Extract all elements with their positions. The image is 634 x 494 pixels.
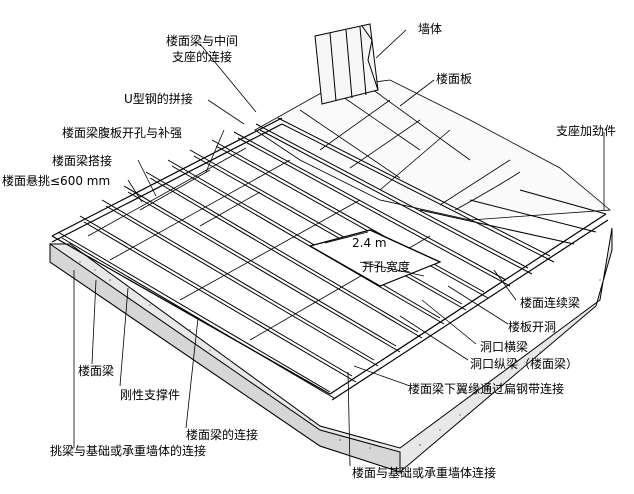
label-opening-cross-beam: 洞口横梁 (480, 340, 529, 354)
label-u-steel-splice: U型钢的拼接 (124, 92, 193, 106)
wall-panel (314, 23, 379, 105)
floor-panels (254, 79, 612, 221)
label-support-stiffener: 支座加劲件 (556, 124, 617, 138)
label-rigid-brace: 刚性支撑件 (120, 388, 181, 402)
label-web-opening: 楼面梁腹板开孔与补强 (62, 126, 183, 140)
label-wall: 墙体 (418, 22, 443, 36)
dimension-lines (324, 231, 425, 277)
label-dimension: 2.4 m (352, 236, 387, 250)
label-floor-beam: 楼面梁 (78, 364, 115, 378)
label-opening-width: 开孔宽度 (362, 260, 411, 274)
label-continuous-beam: 楼面连续梁 (520, 296, 581, 310)
foundation-slab (49, 227, 613, 473)
floor-joists (57, 117, 607, 399)
label-slab-opening: 楼板开洞 (508, 320, 557, 334)
label-beam-lap: 楼面梁搭接 (52, 154, 113, 168)
label-beam-mid-support-2: 支座的连接 (172, 50, 233, 64)
label-opening-long-beam: 洞口纵梁（楼面梁） (470, 357, 579, 371)
label-cantilever-connection: 挑梁与基础或承重墙体的连接 (50, 444, 207, 458)
label-beam-connection: 楼面梁的连接 (186, 428, 259, 442)
label-floor-foundation-connection: 楼面与基础或承重墙体连接 (352, 466, 497, 480)
leader-lines (73, 29, 605, 467)
label-flange-strap: 楼面梁下翼缘通过扁钢带连接 (408, 382, 565, 396)
label-floor-panel: 楼面板 (436, 72, 473, 86)
label-beam-mid-support-1: 楼面梁与中间 (166, 34, 239, 48)
label-cantilever: 楼面悬挑≤600 mm (2, 174, 111, 188)
rim-beams (51, 117, 609, 401)
